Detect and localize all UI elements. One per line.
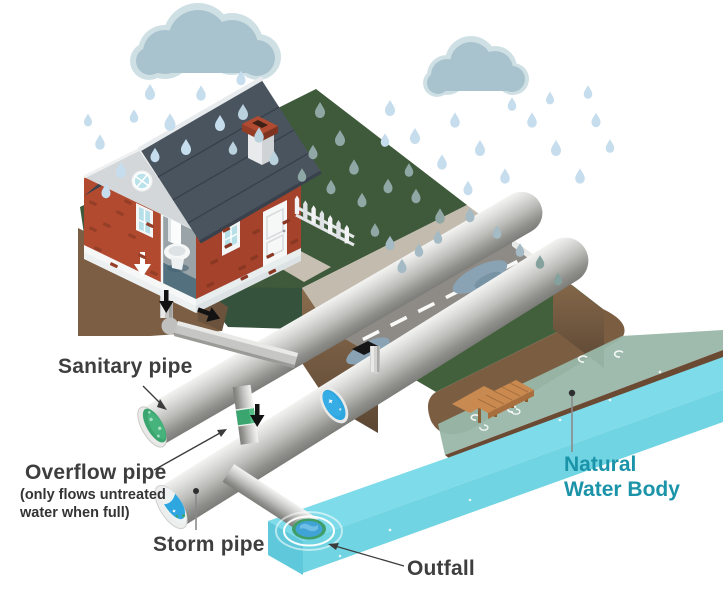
door: [263, 200, 287, 267]
water-sparkles: [338, 370, 662, 558]
picket-fence-icon: [294, 195, 355, 247]
eave-edge: [199, 170, 322, 244]
sanitary-pipe-opening: [137, 406, 167, 448]
sparkle: [172, 509, 176, 513]
natural-water-body-line2: Water Body: [564, 478, 680, 501]
shore-sediment-strip: [445, 350, 723, 459]
storm-pipe-cut: [319, 386, 349, 424]
window-icon: [136, 203, 153, 238]
overflow-note-line2: water when full): [20, 505, 130, 521]
rain-cloud-icon: [423, 36, 529, 97]
shallow-water: [438, 330, 723, 455]
outfall-pipe: [222, 464, 343, 551]
rain-cloud-icon: [130, 3, 281, 80]
overflow-pipe: [232, 384, 259, 445]
round-window-icon: [131, 170, 153, 192]
overflow-note-line1: (only flows untreated: [20, 487, 166, 503]
natural-water-body-label: Natural Water Body: [564, 452, 680, 502]
water-front-face: [303, 390, 723, 573]
label-leader-lines: [142, 385, 576, 567]
roof-right-slope: [140, 79, 321, 242]
natural-water-body-line1: Natural: [564, 453, 637, 476]
house-icon: [83, 76, 322, 313]
soil-face-right2: [553, 271, 604, 368]
outfall-label: Outfall: [407, 557, 475, 580]
ridge-cap: [137, 76, 264, 152]
house-cutaway: [160, 212, 197, 303]
grass-strip: [400, 285, 603, 392]
brick-texture: [88, 199, 299, 288]
dock-icon: [452, 380, 534, 431]
storm-pipe-label: Storm pipe: [153, 533, 265, 556]
toilet-icon: [164, 218, 190, 272]
storm-pipe-opening: [154, 484, 188, 530]
sanitary-pipe: [137, 191, 543, 448]
water-top: [268, 357, 723, 541]
sanitary-pipe-label: Sanitary pipe: [58, 355, 193, 378]
outfall-opening: [275, 511, 343, 551]
storm-pipe: [154, 237, 589, 530]
flow-arrow-icon: [134, 252, 265, 427]
overflow-pipe-label: Overflow pipe: [25, 461, 167, 484]
storm-drain-grate-icon: [352, 341, 380, 355]
road-drain-pipe: [370, 346, 380, 374]
natural-water-body: [268, 330, 723, 575]
